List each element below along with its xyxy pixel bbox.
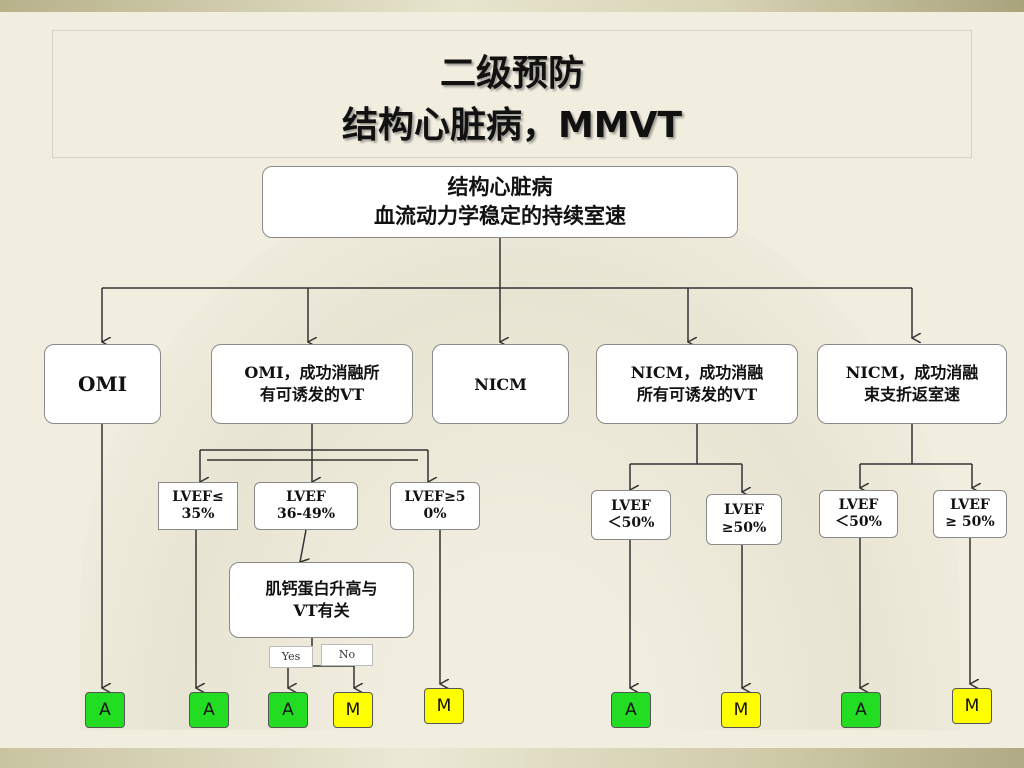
category-nicm-label: NICM [474, 374, 527, 394]
category-nicm-bbr-line-2: 束支折返室速 [863, 385, 960, 404]
no-label: No [321, 644, 373, 666]
lvef-ge-50-bbr: LVEF ≥ 50% [933, 490, 1007, 538]
lvef-36-49-line-2: 36-49% [276, 506, 336, 522]
category-nicm-ablated-all-vt: NICM，成功消融 所有可诱发的VT [596, 344, 798, 424]
category-omi-ablated-line-1: OMI，成功消融所 [244, 362, 380, 382]
lvef-36-49: LVEF 36-49% [254, 482, 358, 530]
category-omi: OMI [44, 344, 161, 424]
yes-label: Yes [269, 646, 313, 668]
lvef-lt-50-bbr-line-1: LVEF [838, 496, 879, 513]
outcome-a: A [85, 692, 125, 728]
lvef-ge-50-nicm-line-1: LVEF [724, 502, 764, 518]
outcome-a: A [841, 692, 881, 728]
outcome-m: M [721, 692, 761, 728]
lvef-lt-50-nicm-line-1: LVEF [611, 497, 651, 514]
top-decor-stripe [0, 0, 1024, 12]
lvef-lt-50-bbr: LVEF ＜50% [819, 490, 898, 538]
category-omi-label: OMI [78, 372, 127, 396]
outcome-a: A [268, 692, 308, 728]
lvef-le-35-line-1: LVEF≤ [172, 488, 224, 505]
lvef-le-35-line-2: 35% [181, 506, 215, 522]
outcome-a: A [189, 692, 229, 728]
outcome-a: A [611, 692, 651, 728]
troponin-node: 肌钙蛋白升高与 VT有关 [229, 562, 414, 638]
category-nicm-all-vt-line-2: 所有可诱发的VT [636, 385, 758, 404]
category-nicm: NICM [432, 344, 569, 424]
title-line-2: 结构心脏病，MMVT [341, 105, 683, 146]
title-frame [52, 30, 972, 158]
lvef-lt-50-nicm: LVEF ＜50% [591, 490, 671, 540]
root-line-2: 血流动力学稳定的持续室速 [374, 204, 626, 228]
category-nicm-all-vt-line-1: NICM，成功消融 [630, 362, 764, 382]
root-line-1: 结构心脏病 [447, 174, 553, 199]
lvef-ge-50-bbr-line-1: LVEF [950, 496, 990, 513]
title-line-1: 二级预防 [439, 53, 584, 94]
lvef-ge-50-omi: LVEF≥5 0% [390, 482, 480, 530]
lvef-ge-50-omi-line-2: 0% [423, 506, 447, 522]
root-node: 结构心脏病 血流动力学稳定的持续室速 [262, 166, 738, 238]
troponin-line-1: 肌钙蛋白升高与 [265, 578, 378, 598]
category-nicm-ablated-bbr: NICM，成功消融 束支折返室速 [817, 344, 1007, 424]
lvef-ge-50-nicm-line-2: ≥50% [721, 519, 767, 536]
outcome-m: M [424, 688, 464, 724]
lvef-ge-50-omi-line-1: LVEF≥5 [404, 488, 466, 505]
lvef-le-35: LVEF≤ 35% [158, 482, 238, 530]
category-omi-ablated-line-2: 有可诱发的VT [259, 385, 365, 404]
outcome-m: M [952, 688, 992, 724]
category-omi-ablated: OMI，成功消融所 有可诱发的VT [211, 344, 413, 424]
lvef-lt-50-bbr-line-2: ＜50% [835, 514, 882, 530]
bottom-decor-stripe [0, 748, 1024, 768]
lvef-36-49-line-1: LVEF [286, 488, 326, 505]
lvef-lt-50-nicm-line-2: ＜50% [607, 515, 655, 531]
lvef-ge-50-nicm: LVEF ≥50% [706, 494, 782, 545]
outcome-m: M [333, 692, 373, 728]
category-nicm-bbr-line-1: NICM，成功消融 [845, 362, 979, 382]
troponin-line-2: VT有关 [293, 601, 350, 620]
lvef-ge-50-bbr-line-2: ≥ 50% [945, 514, 995, 530]
